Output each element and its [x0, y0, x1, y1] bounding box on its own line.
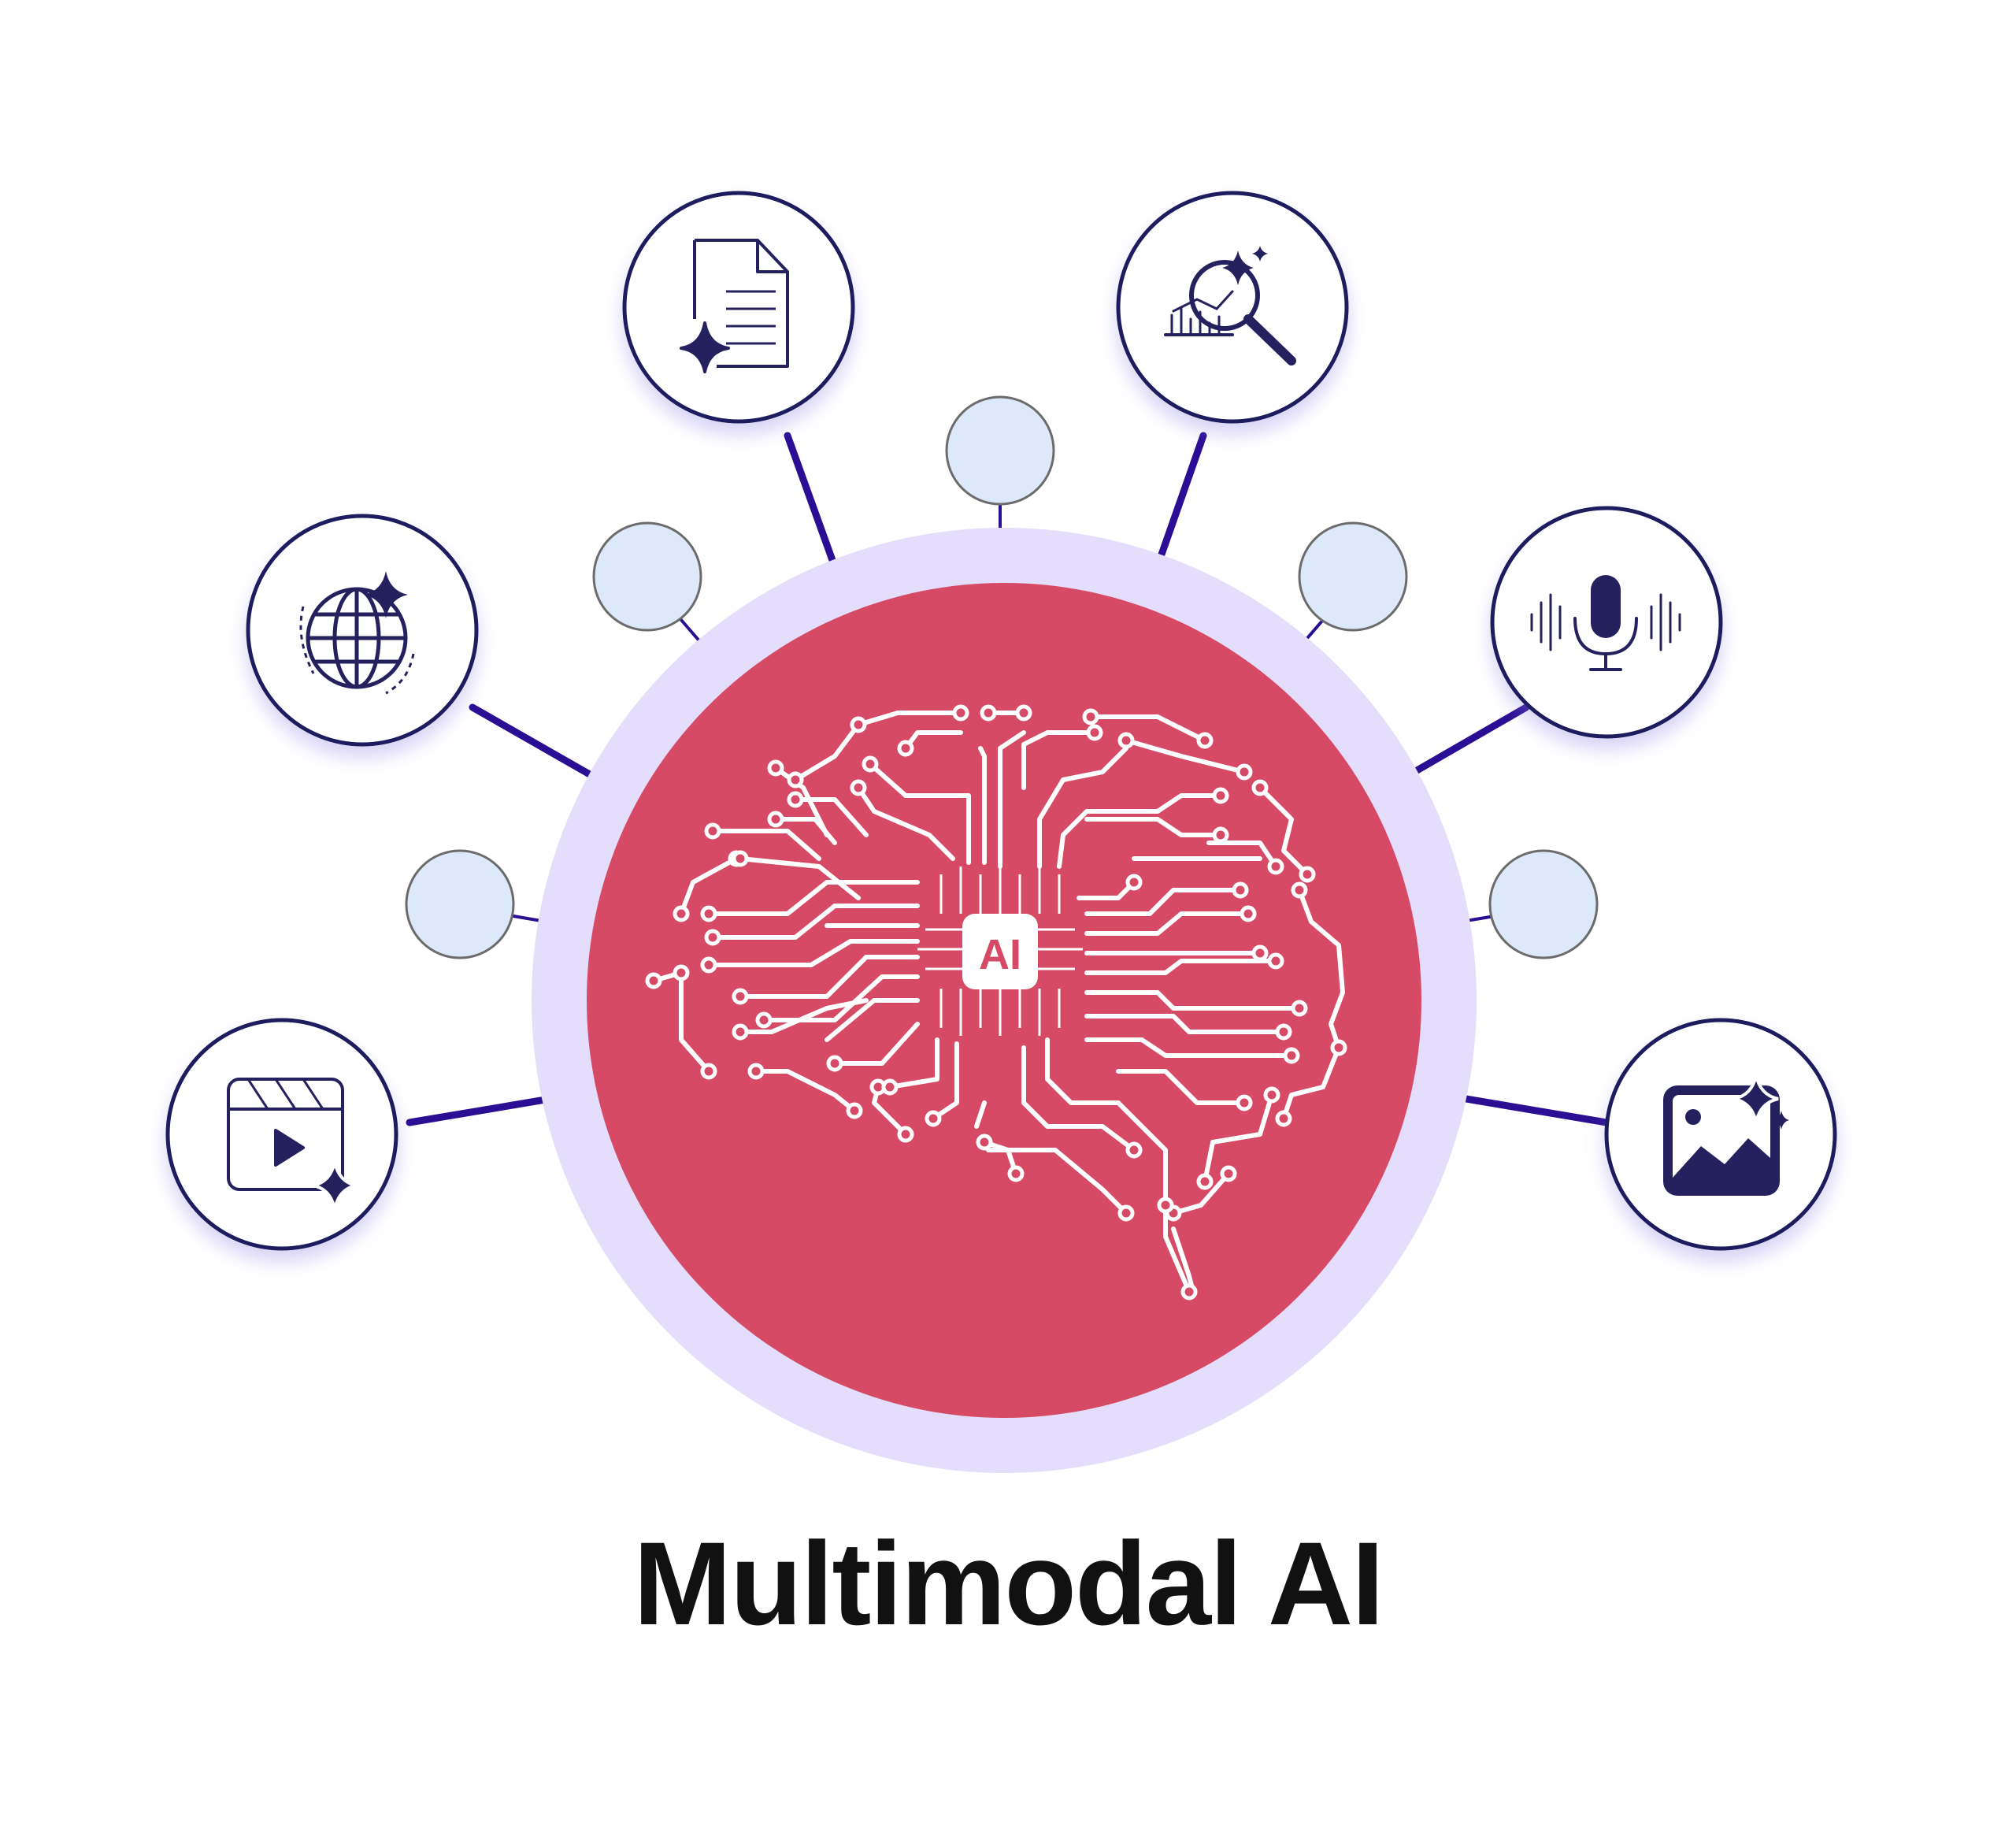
placeholder-node-right — [1488, 849, 1599, 959]
circuit-brain-icon — [651, 711, 1345, 1294]
chart-magnifier-sparkle-icon — [1164, 246, 1296, 365]
ai-chip-body — [962, 914, 1038, 989]
modality-ring-data-analysis — [1116, 191, 1349, 424]
ai-chip-label: AI — [979, 931, 1021, 978]
connector-lines — [406, 432, 1610, 1126]
placeholder-node-upper-right — [1298, 521, 1408, 632]
core-circle — [587, 583, 1421, 1418]
ai-chip: AI — [917, 866, 1083, 1036]
microphone-waveform-icon — [1530, 575, 1681, 671]
modality-ring-web — [246, 514, 479, 747]
globe-sparkle-icon — [299, 571, 415, 695]
placeholder-nodes — [405, 395, 1599, 959]
placeholder-node-upper-left — [592, 521, 702, 632]
placeholder-node-top — [945, 395, 1055, 506]
modality-ring-document — [622, 191, 855, 424]
diagram-title: Multimodal AI — [633, 1517, 1384, 1649]
placeholder-node-left — [405, 849, 515, 959]
circuit-brain-nodes — [645, 704, 1347, 1301]
video-clapper-sparkle-icon — [227, 1078, 358, 1211]
document-sparkle-icon — [680, 239, 789, 373]
image-sparkle-icon — [1663, 1074, 1789, 1196]
